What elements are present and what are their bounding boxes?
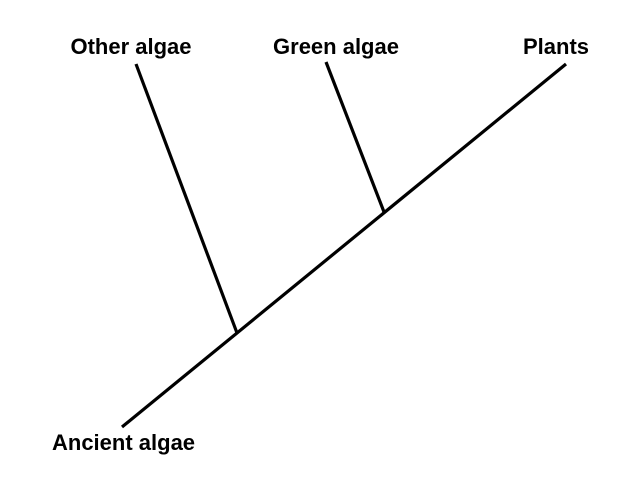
label-plants: Plants <box>523 34 589 59</box>
label-green-algae: Green algae <box>273 34 399 59</box>
main-trunk-branch <box>120 62 568 429</box>
branch-green-algae <box>324 61 386 213</box>
label-ancient-algae: Ancient algae <box>52 430 195 455</box>
label-other-algae: Other algae <box>70 34 191 59</box>
branch-other-algae <box>134 63 239 334</box>
